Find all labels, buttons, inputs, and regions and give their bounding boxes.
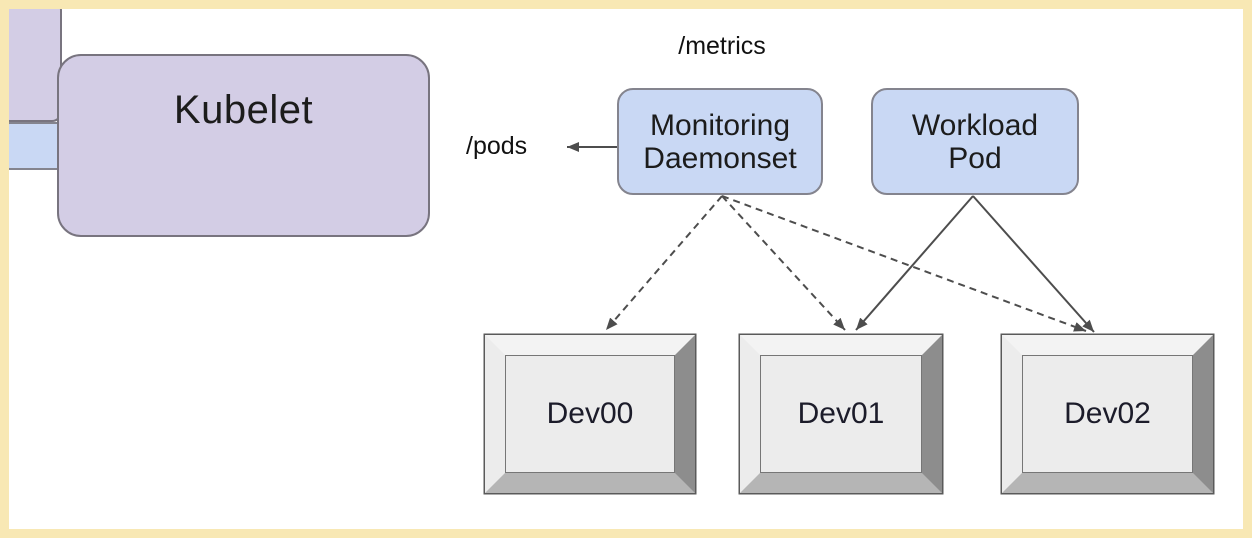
device-node-dev01: Dev01 (740, 335, 942, 493)
metrics-endpoint-label: /metrics (678, 32, 766, 60)
edges-group (567, 142, 1095, 333)
workload-pod-node: Workload Pod (871, 88, 1079, 195)
pods-endpoint-label: /pods (466, 132, 528, 160)
device-label-dev00: Dev00 (546, 397, 634, 430)
edge-workload-pod-to-dev02 (972, 195, 1095, 333)
device-face: Dev01 (760, 355, 922, 473)
monitoring-daemonset-node: Monitoring Daemonset (617, 88, 823, 195)
device-face: Dev02 (1022, 355, 1193, 473)
monitoring-daemonset-label: Monitoring Daemonset (643, 108, 797, 175)
device-label-dev01: Dev01 (797, 397, 885, 430)
kubelet-label: Kubelet (173, 88, 314, 132)
edge-monitoring-daemonset-to-dev00 (605, 195, 723, 331)
edge-monitoring-daemonset-to-dev01 (721, 195, 846, 331)
device-face: Dev00 (505, 355, 675, 473)
edge-workload-pod-to-dev01 (855, 195, 974, 331)
workload-pod-label: Workload Pod (911, 108, 1039, 175)
edge-monitoring-daemonset-to-dev02 (721, 195, 1087, 332)
device-label-dev02: Dev02 (1064, 397, 1151, 430)
device-node-dev02: Dev02 (1002, 335, 1213, 493)
device-node-dev00: Dev00 (485, 335, 695, 493)
kubelet-node: Kubelet (57, 54, 430, 237)
